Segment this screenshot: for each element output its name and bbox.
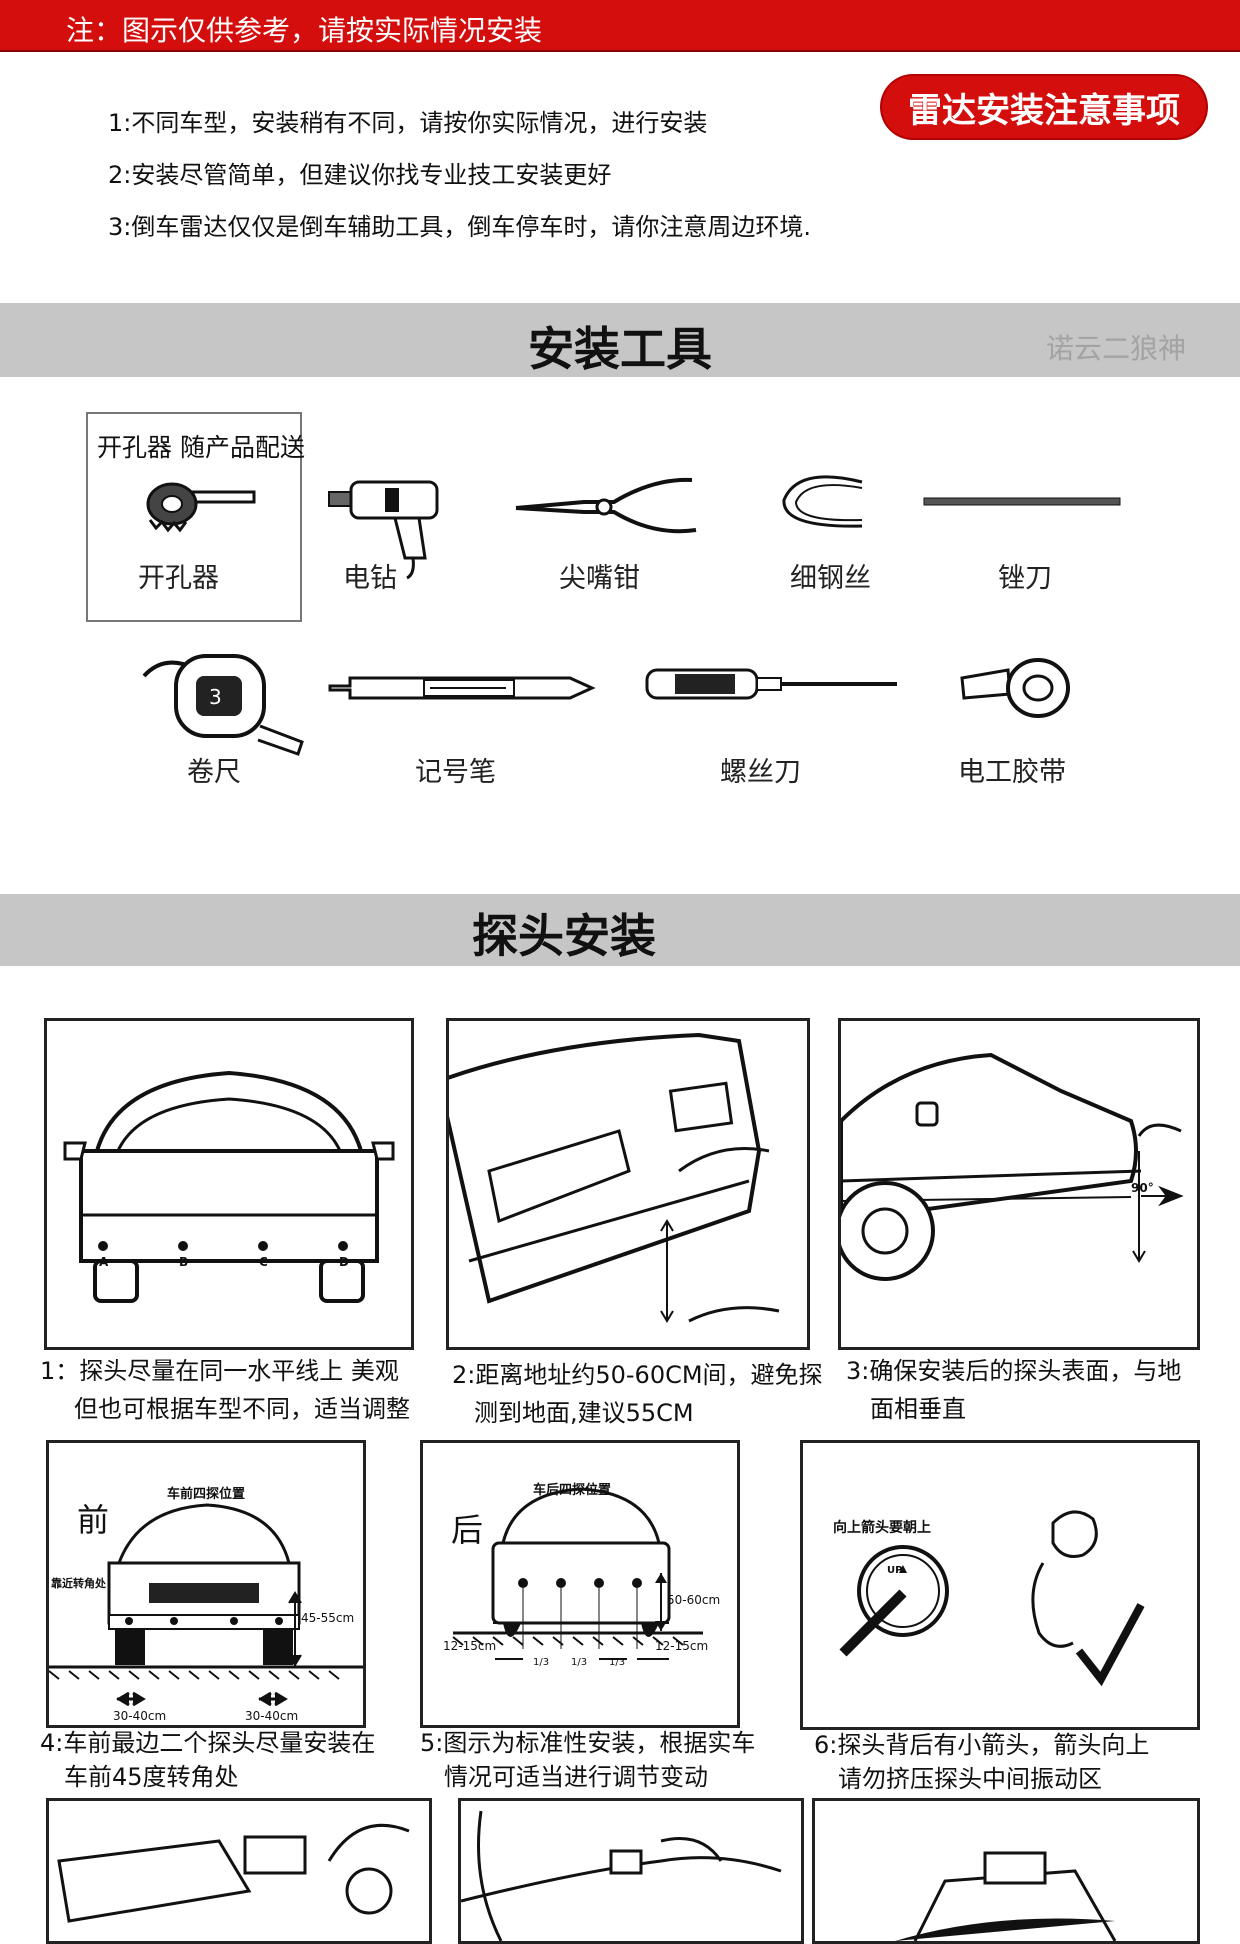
notice-text: 注：图示仅供参考，请按实际情况安装 [66,14,543,47]
corner-label: 靠近转角处 [51,1577,106,1590]
hole-saw-icon [146,482,256,533]
up-label: UP [887,1565,903,1576]
file-tool-icon [923,497,1121,506]
diagram-wiring-partial [458,1798,804,1944]
angle-label: 90° [1131,1181,1154,1195]
tools-section-bar: 安装工具 [0,303,1240,377]
diagram-front-probes: 车前四探位置 前 靠近转角处 45-55cm 30-40cm 30-40cm [46,1440,366,1728]
diagram-mounting-partial [812,1798,1200,1944]
rear-third-3: 1/3 [609,1657,626,1668]
steel-wire-icon [782,475,863,528]
probe-label-b: B [179,1255,189,1269]
probe-point-d [338,1241,348,1251]
rear-heading: 车后四探位置 [533,1483,612,1498]
diagram-probe-perpendicular: 90° [838,1018,1200,1350]
tool-label-electrical-tape: 电工胶带 [958,757,1066,788]
marker-pen-icon [328,676,596,700]
note-item-3: 3:倒车雷达仅仅是倒车辅助工具，倒车停车时，请你注意周边环境. [108,213,811,241]
tool-label-file: 锉刀 [998,563,1052,594]
probe-section-bar: 探头安装 [0,894,1240,966]
probe-label-d: D [339,1255,349,1269]
front-heading: 车前四探位置 [167,1487,246,1502]
tool-label-drill: 电钻 [343,563,397,594]
diagram-probe-level: A B C D [44,1018,414,1350]
rear-edge-right: 12-15cm [655,1639,709,1653]
hole-saw-box [86,412,302,622]
step-5-caption: 5:图示为标准性安装，根据实车情况可适当进行调节变动 [420,1729,756,1791]
rear-side-label: 后 [451,1511,484,1549]
tape-measure-icon: 3 [142,654,304,756]
step-6-caption: 6:探头背后有小箭头，箭头向上请勿挤压探头中间振动区 [814,1731,1150,1793]
probe-point-c [258,1241,268,1251]
probe-point-a [98,1241,108,1251]
note-item-2: 2:安装尽管简单，但建议你找专业技工安装更好 [108,161,612,189]
step-1-caption: 1：探头尽量在同一水平线上 美观但也可根据车型不同，适当调整 [40,1357,410,1423]
step-2-caption: 2:距离地址约50-60CM间，避免探测到地面,建议55CM [452,1361,823,1427]
diagram-drilling-partial [46,1798,432,1944]
step-3-caption: 3:确保安装后的探头表面，与地面相垂直 [846,1357,1182,1423]
probe-label-c: C [259,1255,268,1269]
hole-saw-note: 开孔器 随产品配送 [97,433,305,462]
tools-section-title: 安装工具 [528,322,712,376]
tool-label-screwdriver: 螺丝刀 [720,757,801,788]
screwdriver-icon [645,668,897,700]
radar-notice-badge: 雷达安装注意事项 [882,76,1206,138]
step-4-caption: 4:车前最边二个探头尽量安装在车前45度转角处 [40,1729,376,1791]
front-side-label: 前 [77,1501,110,1539]
diagram-probe-arrow: 向上箭头要朝上 UP [800,1440,1200,1730]
diagram-rear-probes: 车后四探位置 后 50-60cm 12-15cm 12-15cm 1/3 1/3… [420,1440,740,1728]
tool-label-tape: 卷尺 [187,757,241,788]
needle-nose-pliers-icon [515,477,697,534]
probe-label-a: A [99,1255,109,1269]
front-height-label: 45-55cm [301,1611,355,1625]
top-notice-banner: 注：图示仅供参考，请按实际情况安装 [0,0,1240,52]
note-item-1: 1:不同车型，安装稍有不同，请按你实际情况，进行安装 [108,109,708,137]
probe-section-title: 探头安装 [472,909,656,963]
front-span-right: 30-40cm [245,1709,299,1723]
watermark-text: 诺云二狼神 [1045,332,1186,365]
tool-label-hole-saw: 开孔器 [138,563,219,594]
rear-third-1: 1/3 [533,1657,550,1668]
electric-drill-icon [328,480,439,580]
electrical-tape-icon [960,658,1070,718]
probe-point-b [178,1241,188,1251]
front-span-left: 30-40cm [113,1709,167,1723]
rear-third-2: 1/3 [571,1657,588,1668]
tool-label-wire: 细钢丝 [790,563,871,594]
tool-label-marker: 记号笔 [415,757,496,788]
tool-label-pliers: 尖嘴钳 [559,563,640,594]
arrow-heading: 向上箭头要朝上 [833,1520,931,1536]
rear-height-label: 50-60cm [667,1593,721,1607]
svg-text:3: 3 [209,685,222,709]
rear-edge-left: 12-15cm [443,1639,497,1653]
diagram-probe-height [446,1018,810,1350]
probe-points [98,1241,348,1251]
